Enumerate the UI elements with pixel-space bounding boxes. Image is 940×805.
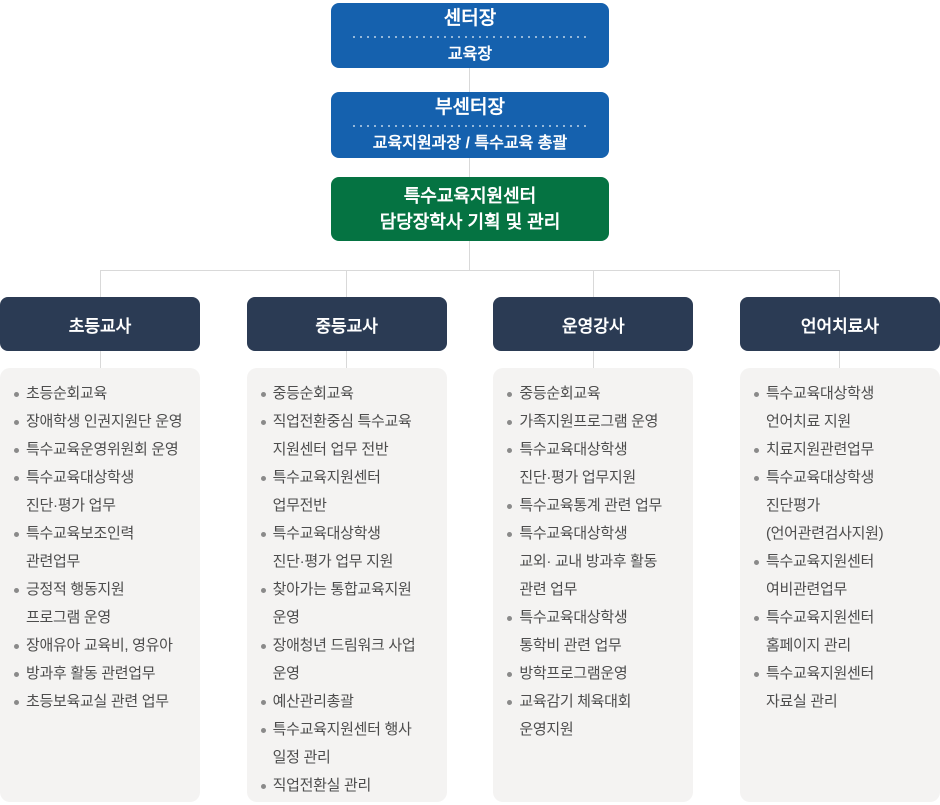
column-header: 운영강사 [493, 297, 694, 351]
connector-line [346, 270, 347, 297]
connector-line [593, 270, 594, 297]
center-head-box: 센터장 교육장 [331, 3, 609, 68]
duty-item: 특수교육대상학생 진단·평가 업무 [0, 464, 188, 520]
duty-item: 특수교육지원센터 행사 일정 관리 [247, 716, 435, 772]
duty-item: 특수교육대상학생 언어치료 지원 [740, 380, 928, 436]
duty-item: 장애유아 교육비, 영유아 [0, 632, 188, 660]
duty-item: 특수교육보조인력 관련업무 [0, 520, 188, 576]
duty-item: 치료지원관련업무 [740, 436, 928, 464]
column-header-label: 운영강사 [562, 316, 625, 336]
duty-item: 특수교육지원센터 업무전반 [247, 464, 435, 520]
connector-line [469, 241, 470, 270]
deputy-head-title: 부센터장 [435, 97, 505, 118]
center-head-subtitle: 교육장 [447, 45, 493, 63]
duty-item: 특수교육지원센터 홈페이지 관리 [740, 604, 928, 660]
duty-item: 초등보육교실 관련 업무 [0, 688, 188, 716]
duty-item: 특수교육대상학생 진단·평가 업무지원 [493, 436, 681, 492]
deputy-head-subtitle: 교육지원과장 / 특수교육 총괄 [372, 135, 568, 152]
connector-line [469, 68, 470, 92]
connector-line [839, 351, 841, 368]
connector-line [839, 270, 840, 297]
dotted-divider [353, 35, 587, 38]
column-header: 중등교사 [246, 297, 447, 351]
duty-item: 특수교육대상학생 통학비 관련 업무 [493, 604, 681, 660]
column-header: 초등교사 [0, 297, 200, 351]
duty-item: 긍정적 행동지원 프로그램 운영 [0, 576, 188, 632]
column-header-label: 중등교사 [315, 316, 378, 336]
column-header-label: 초등교사 [68, 316, 132, 336]
duty-item: 방과후 활동 관련업무 [0, 660, 188, 688]
duty-item: 특수교육대상학생 진단평가 (언어관련검사지원) [740, 464, 928, 548]
connector-line [592, 351, 594, 368]
duty-item: 예산관리총괄 [247, 688, 435, 716]
duty-item: 방학프로그램운영 [493, 660, 681, 688]
duty-item: 장애청년 드림워크 사업 운영 [247, 632, 435, 688]
duty-item: 중등순회교육 [493, 380, 681, 408]
duty-item: 특수교육지원센터 자료실 관리 [740, 660, 928, 716]
duty-item: 교육감기 체육대회 운영지원 [493, 688, 681, 744]
connector-line [346, 351, 348, 368]
coordinator-label: 특수교육지원센터 담당장학사 기획 및 관리 [379, 186, 561, 232]
connector-line [100, 270, 840, 271]
duty-item: 초등순회교육 [0, 380, 188, 408]
connector-line [100, 270, 101, 297]
center-head-title: 센터장 [443, 7, 497, 29]
duty-item: 직업전환중심 특수교육 지원센터 업무 전반 [247, 408, 435, 464]
duty-item: 직업전환실 관리 [247, 772, 435, 800]
duty-item: 특수교육운영위원회 운영 [0, 436, 188, 464]
connector-line [469, 158, 470, 177]
duty-item: 특수교육지원센터 여비관련업무 [740, 548, 928, 604]
duty-item: 특수교육통계 관련 업무 [493, 492, 681, 520]
dotted-divider [353, 125, 587, 127]
duty-item: 가족지원프로그램 운영 [493, 408, 681, 436]
deputy-head-box: 부센터장 교육지원과장 / 특수교육 총괄 [331, 92, 609, 158]
duty-item: 장애학생 인권지원단 운영 [0, 408, 188, 436]
connector-line [99, 351, 101, 368]
duty-item: 중등순회교육 [247, 380, 435, 408]
duty-item: 특수교육대상학생 교외· 교내 방과후 활동 관련 업무 [493, 520, 681, 604]
coordinator-box: 특수교육지원센터 담당장학사 기획 및 관리 [331, 177, 609, 241]
duty-item: 특수교육대상학생 진단·평가 업무 지원 [247, 520, 435, 576]
column-header: 언어치료사 [739, 297, 940, 351]
duty-item: 찾아가는 통합교육지원 운영 [247, 576, 435, 632]
column-header-label: 언어치료사 [800, 316, 880, 336]
